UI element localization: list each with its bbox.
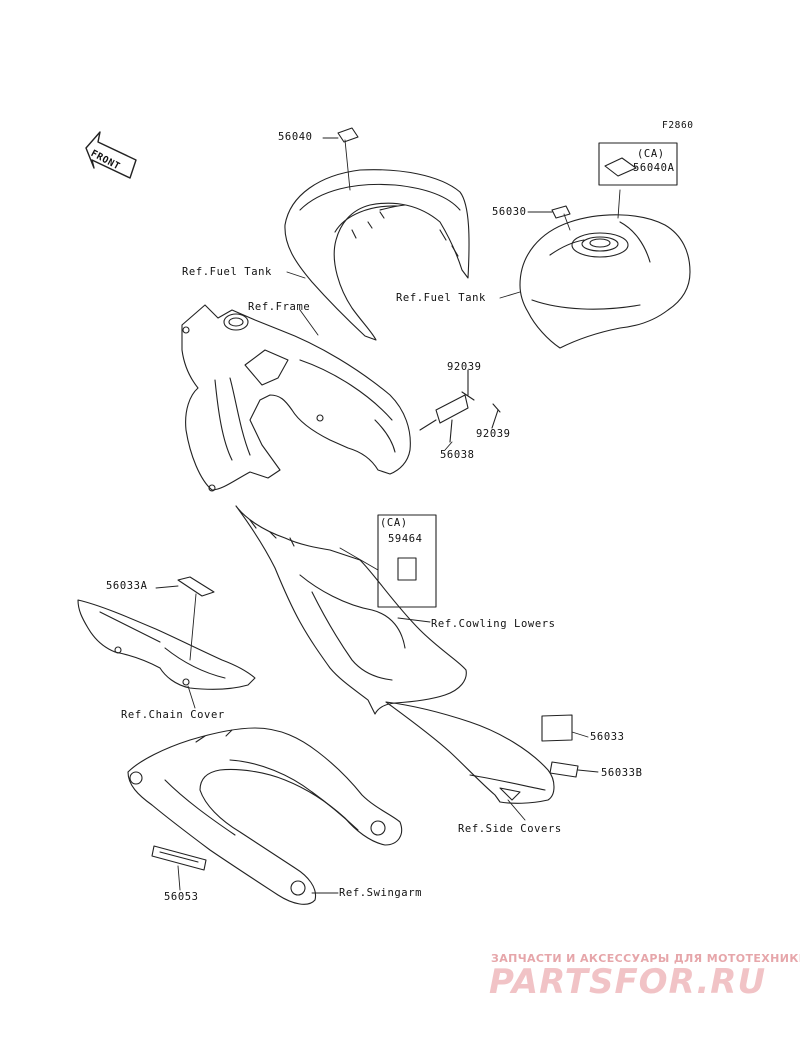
- ref-chain-cover: Ref.Chain Cover: [121, 709, 225, 721]
- frame-drawing: [181, 304, 411, 492]
- decal-56040: [337, 127, 359, 143]
- chain-cover-drawing: [77, 599, 256, 690]
- part-label-59464-ca: (CA): [380, 517, 408, 529]
- decal-56033: [541, 714, 573, 742]
- part-label-56033[interactable]: 56033: [590, 731, 625, 743]
- part-label-92039-bottom[interactable]: 92039: [476, 428, 511, 440]
- part-label-56053[interactable]: 56053: [164, 891, 199, 903]
- watermark-tagline: ЗАПЧАСТИ И АКСЕССУАРЫ ДЛЯ МОТОТЕХНИКИ: [491, 952, 800, 965]
- decal-56030: [551, 205, 571, 219]
- decal-56033A: [177, 576, 215, 597]
- part-label-56040A[interactable]: 56040A: [633, 162, 675, 174]
- part-label-56030[interactable]: 56030: [492, 206, 527, 218]
- part-label-59464[interactable]: 59464: [388, 533, 423, 545]
- plate-56053: [151, 845, 207, 871]
- decal-59464-box: [377, 514, 437, 608]
- ref-side-covers: Ref.Side Covers: [458, 823, 562, 835]
- part-label-56040[interactable]: 56040: [278, 131, 313, 143]
- decal-56033B: [549, 761, 579, 778]
- fuel-tank-drawing: [519, 214, 691, 349]
- leader-lines: [155, 137, 621, 894]
- bracket-56038: [435, 394, 469, 424]
- part-label-92039-top[interactable]: 92039: [447, 361, 482, 373]
- ref-frame: Ref.Frame: [248, 301, 311, 313]
- part-label-56040A-ca: (CA): [637, 148, 665, 160]
- part-label-56033B[interactable]: 56033B: [601, 767, 643, 779]
- side-cover-drawing: [385, 701, 555, 804]
- ref-swingarm: Ref.Swingarm: [339, 887, 423, 899]
- ref-fuel-tank-left: Ref.Fuel Tank: [182, 266, 272, 278]
- watermark-logo: PARTSFOR.RU: [489, 962, 767, 1002]
- front-arrow-icon: [85, 131, 137, 179]
- decal-56040A-box: [598, 142, 678, 186]
- cowling-lower-drawing: [235, 505, 467, 715]
- tank-cover-drawing: [284, 169, 470, 341]
- diagram-code: F2860: [662, 120, 694, 131]
- swingarm-drawing: [127, 727, 403, 905]
- part-label-56033A[interactable]: 56033A: [106, 580, 148, 592]
- ref-fuel-tank-right: Ref.Fuel Tank: [396, 292, 486, 304]
- ref-cowling-lowers: Ref.Cowling Lowers: [431, 618, 556, 630]
- part-label-56038[interactable]: 56038: [440, 449, 475, 461]
